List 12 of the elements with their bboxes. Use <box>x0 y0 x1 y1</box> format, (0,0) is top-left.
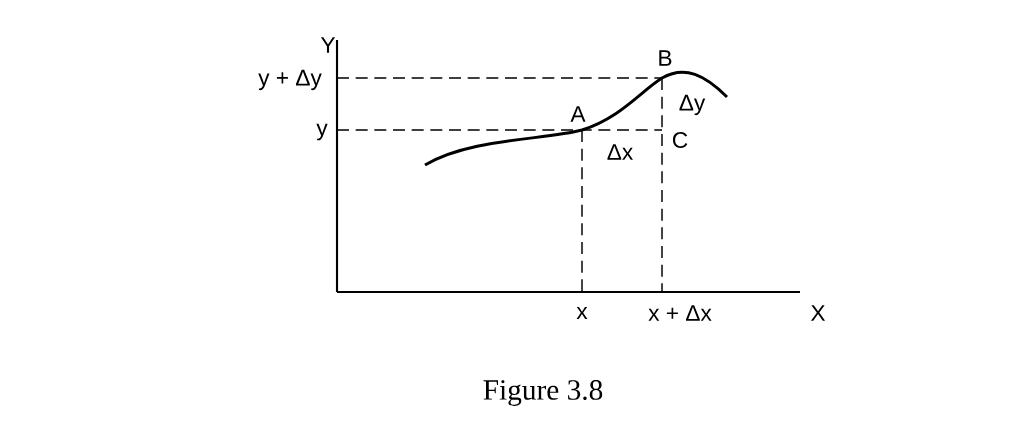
segment-label: Δy <box>679 94 706 116</box>
segment-label: Δx <box>607 144 633 160</box>
axis-label: Y <box>320 37 336 53</box>
axis-label: x + Δx <box>648 305 712 321</box>
axis-label: x <box>576 307 588 319</box>
axis-label: X <box>810 305 826 321</box>
point-label: B <box>659 50 672 66</box>
axis-label: y + Δy <box>258 69 322 91</box>
point-label: C <box>672 131 688 149</box>
caption: Figure 3.8 <box>483 380 603 406</box>
axis-label: y <box>316 123 328 141</box>
point-label: A <box>570 106 586 122</box>
